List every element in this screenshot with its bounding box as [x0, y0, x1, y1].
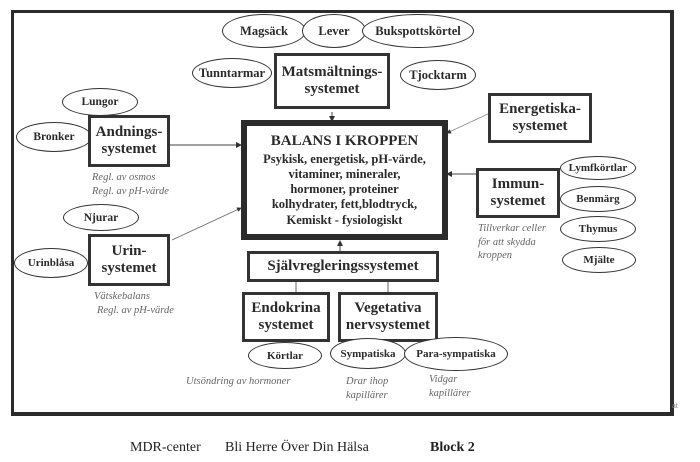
note-immun-2: för att skydda	[478, 236, 536, 248]
endokrina-line2: systemet	[258, 317, 314, 333]
matsmaltning-line1: Matsmältnings-	[281, 63, 383, 80]
sjalvregleringssystemet-box: Självregleringssystemet	[247, 251, 439, 282]
center-title: BALANS I KROPPEN	[270, 133, 419, 150]
organ-kortlar: Körtlar	[248, 342, 322, 369]
vegetativa-nervsystemet-box: Vegetativa nervsystemet	[338, 292, 438, 342]
balans-i-kroppen-box: BALANS I KROPPEN Psykisk, energetisk, pH…	[241, 120, 448, 240]
arrow-energetiska-to-center	[446, 112, 491, 134]
urin-line1: Urin-	[111, 242, 147, 259]
note-immun: Tillverkar celler för att skydda kroppen	[478, 222, 546, 263]
footer-org: MDR-center	[130, 440, 201, 455]
matsmaltningssystemet-box: Matsmältnings- systemet	[274, 53, 390, 109]
footer-title: Bli Herre Över Din Hälsa	[225, 440, 369, 455]
corner-mark: at	[672, 403, 678, 410]
note-sympatiska-2: kapillärer	[346, 389, 388, 401]
center-line-5: Kemiskt - fysiologiskt	[286, 212, 403, 227]
note-sympatiska: Drar ihop kapillärer	[346, 375, 388, 402]
arrow-urin-to-center	[171, 207, 242, 241]
organ-tjocktarm: Tjocktarm	[400, 60, 476, 90]
organ-lever: Lever	[302, 14, 366, 48]
organ-thymus: Thymus	[560, 216, 636, 242]
andning-line2: systemet	[101, 141, 157, 157]
urinsystemet-box: Urin- systemet	[88, 234, 170, 286]
organ-bronker: Bronker	[16, 122, 92, 152]
note-endokrina: Utsöndring av hormoner	[186, 375, 290, 389]
endokrina-systemet-box: Endokrina systemet	[242, 292, 330, 342]
organ-urinblasa: Urinblåsa	[14, 248, 88, 278]
energetiska-systemet-box: Energetiska- systemet	[488, 93, 592, 143]
organ-njurar: Njurar	[63, 204, 139, 231]
organ-lymfkortlar: Lymfkörtlar	[560, 156, 636, 180]
organ-lungor: Lungor	[62, 88, 138, 116]
note-immun-3: kroppen	[478, 250, 513, 262]
urin-line2: systemet	[101, 260, 157, 276]
note-andning: Regl. av osmos Regl. av pH-värde	[92, 171, 169, 198]
matsmaltning-line2: systemet	[304, 81, 360, 97]
organ-sympatiska: Sympatiska	[330, 338, 406, 369]
energetiska-line2: systemet	[512, 118, 568, 134]
andning-line1: Andnings-	[95, 123, 163, 140]
footer-block: Block 2	[430, 440, 475, 455]
note-andning-1: Regl. av osmos	[92, 172, 156, 183]
vegetativa-line1: Vegetativa	[354, 299, 422, 316]
organ-bukspottskortel: Bukspottskörtel	[362, 14, 474, 48]
note-endokrina-1: Utsöndring av hormoner	[186, 376, 291, 387]
note-urin-2: Regl. av pH-värde	[97, 304, 174, 316]
immun-line2: systemet	[490, 193, 546, 209]
organ-parasympatiska: Para-sympatiska	[404, 337, 508, 371]
note-immun-1: Tillverkar celler	[478, 223, 546, 234]
organ-mjalte: Mjälte	[562, 247, 636, 273]
note-sympatiska-1: Drar ihop	[346, 376, 389, 387]
vegetativa-line2: nervsystemet	[345, 317, 431, 333]
note-parasympatiska-2: kapillärer	[429, 387, 471, 399]
center-line-2: vitaminer, mineraler,	[288, 166, 401, 181]
note-urin-1: Vätskebalans	[94, 291, 150, 302]
organ-tunntarmar: Tunntarmar	[192, 58, 272, 88]
immunsystemet-box: Immun- systemet	[476, 168, 560, 218]
immun-line1: Immun-	[491, 175, 545, 192]
energetiska-line1: Energetiska-	[499, 100, 581, 117]
center-line-1: Psykisk, energetisk, pH-värde,	[263, 151, 426, 166]
center-line-4: kolhydrater, fett,blodtryck,	[271, 197, 418, 212]
endokrina-line1: Endokrina	[251, 299, 321, 316]
center-line-3: hormoner, proteiner	[290, 182, 399, 197]
note-parasympatiska-1: Vidgar	[429, 374, 458, 385]
note-parasympatiska: Vidgar kapillärer	[429, 373, 471, 400]
organ-magsack: Magsäck	[222, 14, 306, 48]
sjalvreglering-label: Självregleringssystemet	[267, 257, 419, 274]
note-urin: Vätskebalans Regl. av pH-värde	[94, 290, 174, 317]
organ-benmarg: Benmärg	[560, 186, 636, 212]
note-andning-2: Regl. av pH-värde	[92, 185, 169, 197]
andningssystemet-box: Andnings- systemet	[88, 115, 170, 167]
